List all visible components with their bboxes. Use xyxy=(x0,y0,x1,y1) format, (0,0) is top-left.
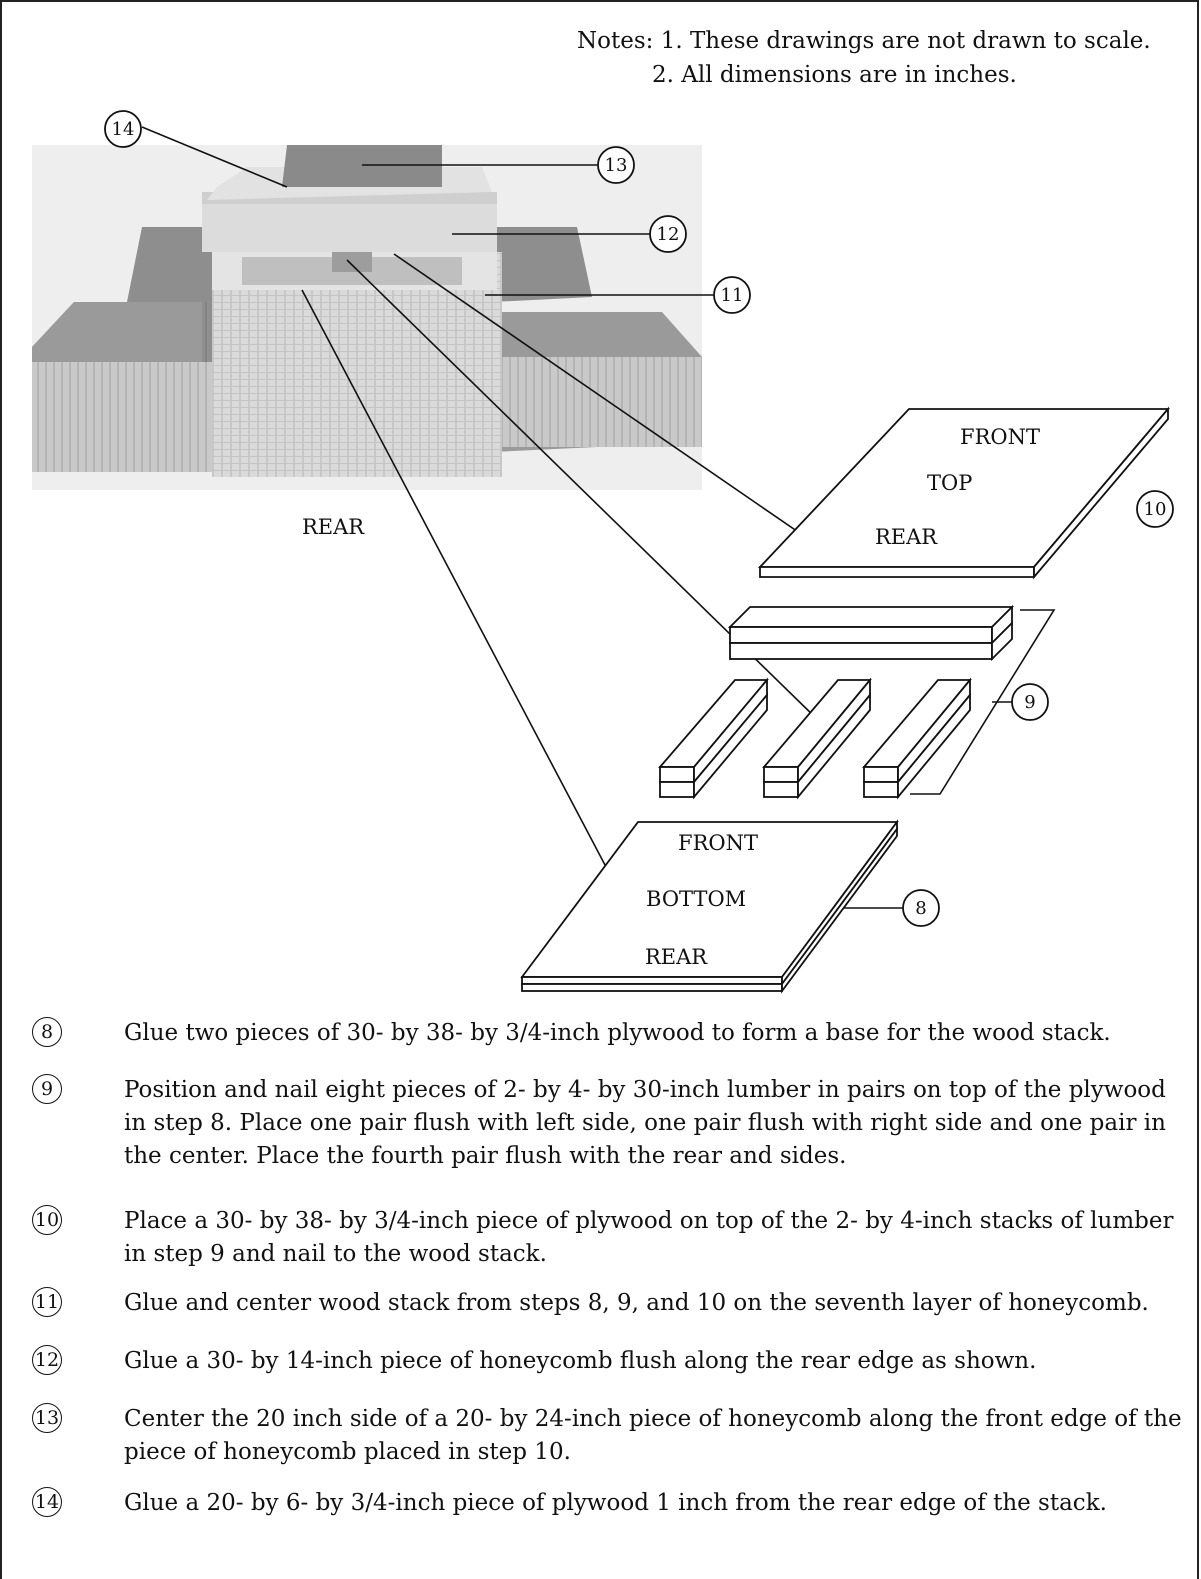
honeycomb-stack-photo xyxy=(32,145,702,490)
step-13-number: 13 xyxy=(32,1403,62,1433)
callout-13: 13 xyxy=(605,155,628,176)
step-10-number: 10 xyxy=(32,1205,62,1235)
callout-14: 14 xyxy=(112,119,135,140)
callout-8: 8 xyxy=(915,898,926,919)
step-10-text: Place a 30- by 38- by 3/4-inch piece of … xyxy=(124,1205,1184,1271)
label-top-front: FRONT xyxy=(960,425,1040,449)
step-8-number: 8 xyxy=(32,1017,62,1047)
label-bottom: BOTTOM xyxy=(646,887,746,911)
step-12-text: Glue a 30- by 14-inch piece of honeycomb… xyxy=(124,1345,1184,1378)
step-11-text: Glue and center wood stack from steps 8,… xyxy=(124,1287,1184,1320)
step-9-text: Position and nail eight pieces of 2- by … xyxy=(124,1074,1184,1173)
label-bottom-rear: REAR xyxy=(645,945,708,969)
assembly-drawing: REAR FRONT TOP REAR FRONT BOTTOM REAR 14… xyxy=(2,2,1201,1002)
step-12-number: 12 xyxy=(32,1345,62,1375)
step-9-number: 9 xyxy=(32,1074,62,1104)
callout-9: 9 xyxy=(1024,692,1035,713)
step-8-text: Glue two pieces of 30- by 38- by 3/4-inc… xyxy=(124,1017,1184,1050)
label-rear-photo: REAR xyxy=(302,515,365,539)
step-14-text: Glue a 20- by 6- by 3/4-inch piece of pl… xyxy=(124,1487,1184,1520)
lumber-drawing xyxy=(660,607,1012,797)
label-bottom-front: FRONT xyxy=(678,831,758,855)
callout-12: 12 xyxy=(657,224,680,245)
step-13-text: Center the 20 inch side of a 20- by 24-i… xyxy=(124,1403,1184,1469)
label-top: TOP xyxy=(927,471,972,495)
step-11-number: 11 xyxy=(32,1287,62,1317)
label-top-rear: REAR xyxy=(875,525,938,549)
callout-10: 10 xyxy=(1144,499,1167,520)
step-14-number: 14 xyxy=(32,1487,62,1517)
callout-11: 11 xyxy=(721,285,744,306)
